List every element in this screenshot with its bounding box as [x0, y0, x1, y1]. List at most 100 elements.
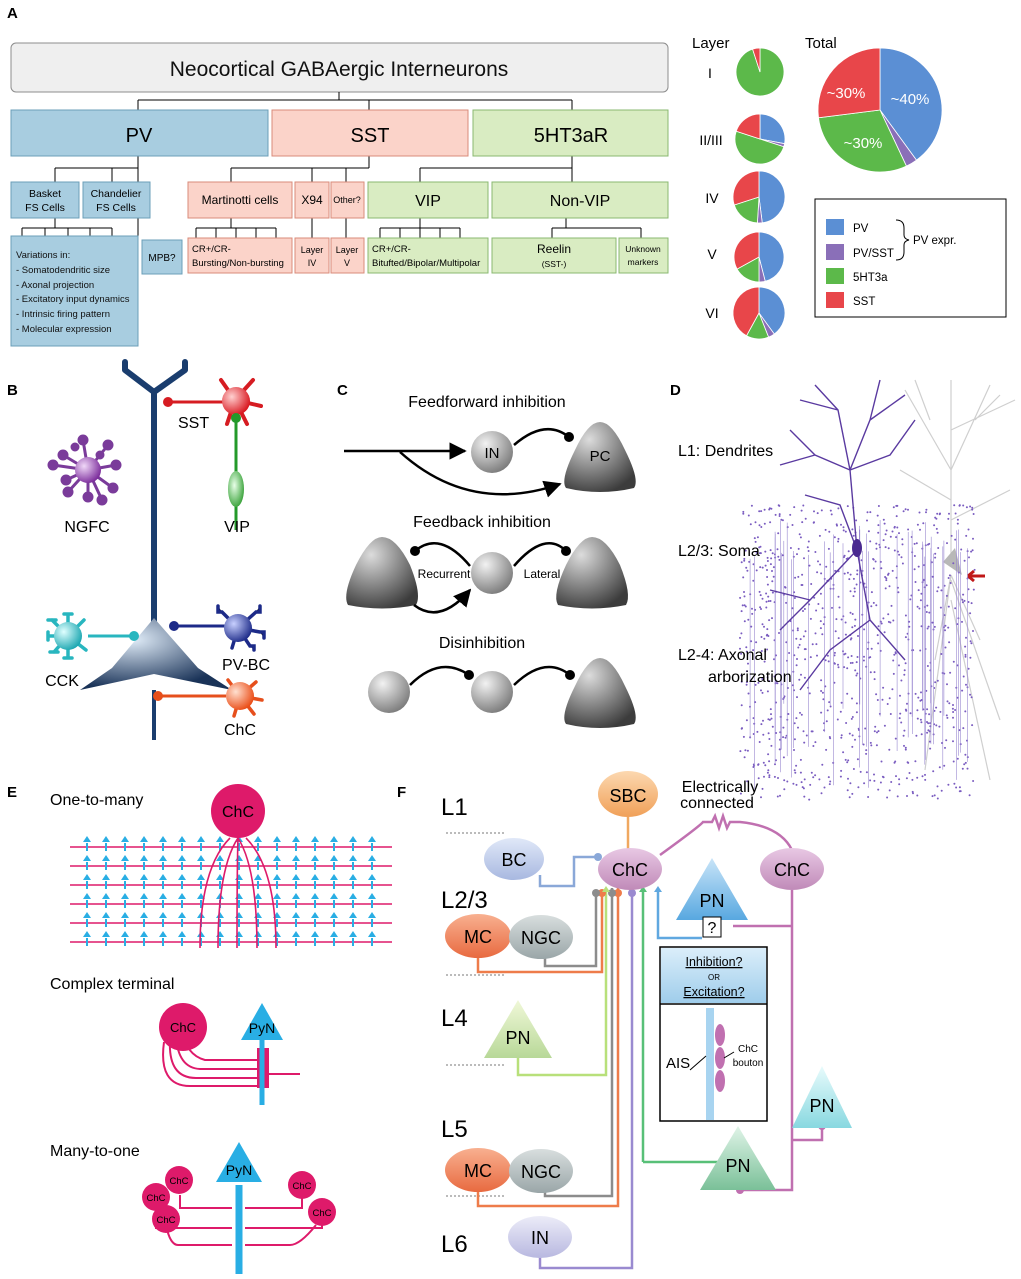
axon-bouton — [798, 533, 801, 536]
axon-bouton — [827, 547, 830, 550]
axon-bouton — [865, 752, 868, 755]
axon-bouton — [925, 511, 927, 514]
axon-bouton — [909, 712, 912, 715]
axon-bouton — [776, 682, 779, 685]
axon-bouton — [937, 547, 940, 549]
axon-bouton — [953, 504, 956, 507]
axon-bouton — [772, 575, 775, 578]
axon-bouton — [875, 604, 878, 607]
pyn-soma — [368, 855, 376, 861]
sbc-label: SBC — [609, 786, 646, 806]
axon-bouton — [948, 702, 951, 705]
axon-bouton — [886, 703, 889, 705]
axon-bouton — [864, 727, 867, 730]
pyn-soma — [197, 855, 205, 861]
pyn-soma — [273, 836, 281, 842]
axon-bouton — [786, 780, 789, 783]
panel-d-morphology: L1: Dendrites L2/3: Soma L2-4: Axonal ar… — [678, 379, 1016, 801]
axon-bouton — [739, 792, 742, 795]
layer5-line-1: Layer — [336, 245, 359, 255]
chandelier-label-2: FS Cells — [96, 202, 136, 214]
axon-bouton — [952, 660, 955, 663]
axon-bouton — [894, 652, 897, 655]
pyn-soma — [121, 931, 129, 937]
axon-bouton — [954, 709, 957, 711]
layer-name: IV — [705, 190, 719, 206]
layer-pie-slice-sst — [752, 47, 761, 73]
axon-bouton — [911, 778, 914, 781]
axon-bouton — [926, 604, 929, 607]
axon-bouton — [953, 782, 956, 785]
axon-bouton — [863, 782, 866, 785]
axon-bouton — [767, 718, 770, 721]
layer5-line-2: V — [344, 258, 350, 268]
axon-bouton — [783, 586, 786, 588]
axon-bouton — [746, 749, 749, 752]
axon-bouton — [969, 656, 972, 659]
htr-box — [472, 109, 669, 157]
axon-bouton — [778, 558, 781, 561]
axon-bouton — [803, 557, 805, 560]
axon-bouton — [933, 794, 936, 797]
axon-bouton — [763, 660, 766, 663]
pyn-soma — [159, 874, 167, 880]
other-box — [330, 181, 365, 219]
axon-bouton — [779, 794, 781, 797]
axon-bouton — [817, 603, 820, 605]
axon-bouton — [920, 625, 923, 628]
axon-bouton — [781, 519, 784, 522]
axon-bouton — [812, 745, 815, 747]
pyn-complex — [241, 1003, 283, 1040]
axon-bouton — [860, 559, 863, 562]
axon-bouton — [769, 563, 772, 566]
legend-swatch-5ht3a — [826, 268, 844, 284]
axon-bouton — [894, 737, 897, 740]
axon-bouton — [890, 604, 893, 607]
electrical-label-2: connected — [680, 795, 754, 812]
axon-bouton — [778, 513, 781, 516]
axon-bouton — [766, 560, 769, 562]
axon-bouton — [916, 709, 919, 712]
pyn-soma — [178, 912, 186, 918]
pyn-soma — [102, 893, 110, 899]
axon-bouton — [922, 522, 925, 525]
pyn-soma — [349, 836, 357, 842]
axon-bouton — [795, 717, 798, 720]
axon-bouton — [803, 778, 806, 781]
variations-line: - Intrinsic firing pattern — [16, 309, 110, 320]
sst-box — [271, 109, 469, 157]
chc-axon-branch — [236, 837, 239, 949]
layer-pie-slice-pv — [758, 286, 786, 335]
axon-bouton — [873, 671, 876, 674]
axon-bouton — [825, 565, 828, 568]
pyn-soma — [216, 874, 224, 880]
axon-bouton — [898, 778, 901, 781]
axon-bouton — [802, 610, 804, 612]
cr-vip-line-2: Bitufted/Bipolar/Multipolar — [372, 258, 480, 269]
axon-bouton — [965, 636, 967, 639]
axon-bouton — [743, 756, 746, 759]
axon-bouton — [829, 509, 832, 512]
axon-bouton — [760, 689, 762, 692]
axon-bouton — [819, 620, 822, 623]
pyn-soma — [330, 931, 338, 937]
pyn-many — [216, 1142, 262, 1182]
axon-bouton — [843, 666, 846, 669]
axon-bouton — [870, 591, 873, 594]
layer-pie-slice-sst — [732, 286, 760, 337]
axon-bouton — [821, 607, 824, 610]
pyn-soma — [368, 874, 376, 880]
axon-bouton — [948, 574, 951, 577]
layer-name: I — [708, 65, 712, 81]
e-complex-title: Complex terminal — [50, 976, 174, 993]
axon-bouton — [949, 582, 952, 584]
axon-bouton — [913, 568, 916, 571]
chc-soma — [226, 682, 254, 710]
axon-bouton — [851, 697, 853, 700]
axon-bouton — [740, 632, 743, 635]
axon-bouton — [869, 671, 872, 674]
pyn-soma — [102, 836, 110, 842]
axon-bouton — [796, 658, 798, 660]
axon-bouton — [804, 658, 807, 661]
axon-bouton — [766, 569, 768, 571]
